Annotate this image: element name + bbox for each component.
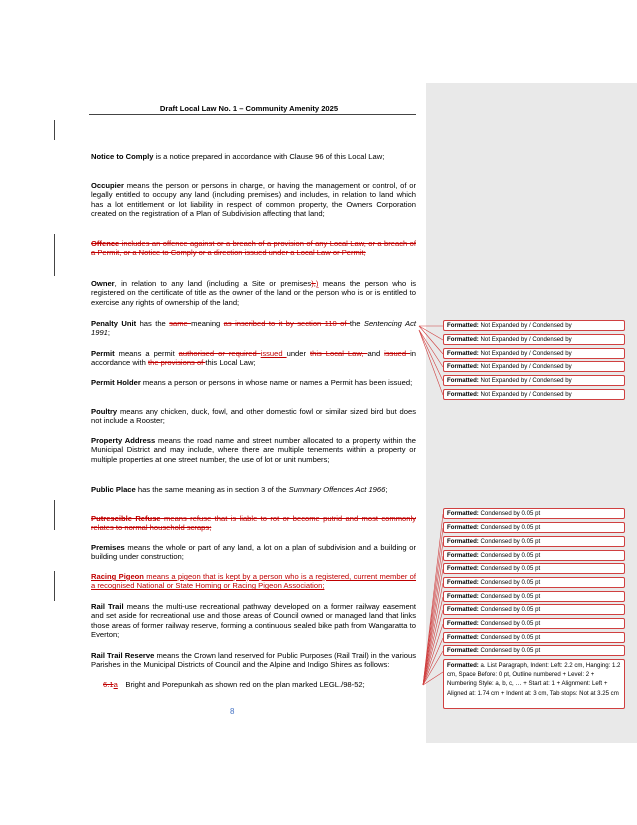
- comment-balloon[interactable]: Formatted: Condensed by 0.05 pt: [443, 618, 625, 629]
- comment-balloon[interactable]: Formatted: Condensed by 0.05 pt: [443, 577, 625, 588]
- comment-balloon[interactable]: Formatted: Not Expanded by / Condensed b…: [443, 348, 625, 359]
- definition-penalty-unit: Penalty Unit has the same meaning as ins…: [91, 319, 416, 338]
- list-item-bright-porepunkah: 6.1a Bright and Porepunkah as shown red …: [103, 680, 365, 689]
- comment-balloon[interactable]: Formatted: Condensed by 0.05 pt: [443, 508, 625, 519]
- comment-balloon[interactable]: Formatted: Not Expanded by / Condensed b…: [443, 361, 625, 372]
- definition-permit: Permit means a permit authorised or requ…: [91, 349, 417, 368]
- comment-balloon[interactable]: Formatted: Condensed by 0.05 pt: [443, 591, 625, 602]
- change-bar: [54, 500, 55, 530]
- comment-balloon[interactable]: Formatted: Condensed by 0.05 pt: [443, 536, 625, 547]
- page-header: Draft Local Law No. 1 – Community Amenit…: [159, 104, 339, 113]
- comment-balloon[interactable]: Formatted: Condensed by 0.05 pt: [443, 550, 625, 561]
- comment-balloon[interactable]: Formatted: Not Expanded by / Condensed b…: [443, 375, 625, 386]
- definition-owner: Owner, in relation to any land (includin…: [91, 279, 416, 307]
- comment-balloon[interactable]: Formatted: Not Expanded by / Condensed b…: [443, 389, 625, 400]
- definition-premises: Premises means the whole or part of any …: [91, 543, 416, 562]
- definition-offence-deleted: Offence includes an offence against or a…: [91, 239, 416, 258]
- comment-balloon[interactable]: Formatted: Condensed by 0.05 pt: [443, 632, 625, 643]
- comment-balloon[interactable]: Formatted: Condensed by 0.05 pt: [443, 645, 625, 656]
- comment-balloon[interactable]: Formatted: Condensed by 0.05 pt: [443, 604, 625, 615]
- page-number: 8: [230, 707, 235, 716]
- definition-rail-trail-reserve: Rail Trail Reserve means the Crown land …: [91, 651, 417, 670]
- definition-racing-pigeon-inserted: Racing Pigeon means a pigeon that is kep…: [91, 572, 417, 591]
- definition-permit-holder: Permit Holder means a person or persons …: [91, 378, 413, 387]
- comment-balloon[interactable]: Formatted: Condensed by 0.05 pt: [443, 563, 625, 574]
- change-bar: [54, 234, 55, 276]
- header-rule: [89, 114, 416, 115]
- comment-balloon-list-paragraph[interactable]: Formatted: a. List Paragraph, Indent: Le…: [443, 659, 625, 709]
- comment-balloon[interactable]: Formatted: Not Expanded by / Condensed b…: [443, 320, 625, 331]
- definition-public-place: Public Place has the same meaning as in …: [91, 485, 388, 494]
- change-bar: [54, 120, 55, 140]
- definition-rail-trail: Rail Trail means the multi-use recreatio…: [91, 602, 416, 639]
- definition-notice-to-comply: Notice to Comply is a notice prepared in…: [91, 152, 385, 161]
- comment-balloon[interactable]: Formatted: Condensed by 0.05 pt: [443, 522, 625, 533]
- comment-balloon[interactable]: Formatted: Not Expanded by / Condensed b…: [443, 334, 625, 345]
- definition-poultry: Poultry means any chicken, duck, fowl, a…: [91, 407, 416, 426]
- definition-occupier: Occupier means the person or persons in …: [91, 181, 416, 218]
- definition-putrescible-refuse-deleted: Putrescible Refuse means refuse that is …: [91, 514, 416, 533]
- definition-property-address: Property Address means the road name and…: [91, 436, 416, 464]
- change-bar: [54, 571, 55, 601]
